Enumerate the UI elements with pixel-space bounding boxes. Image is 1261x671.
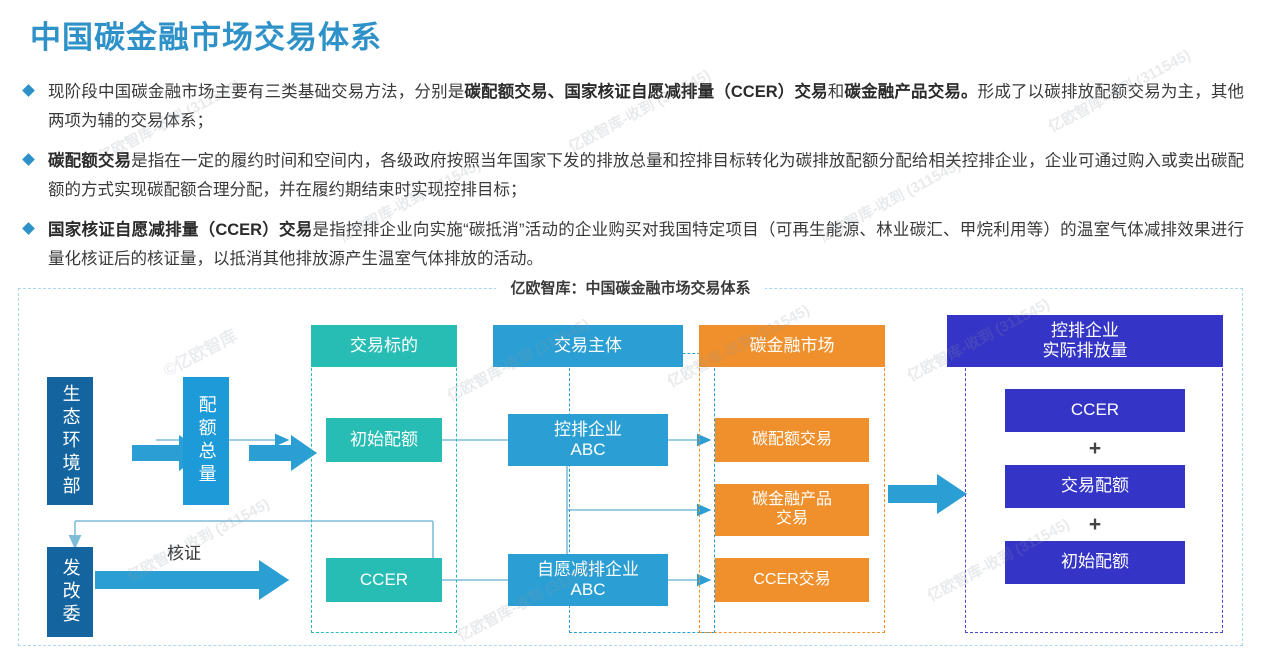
box-ccer-asset[interactable]: CCER (326, 558, 442, 602)
diamond-bullet-icon (22, 222, 35, 235)
diagram-caption: 亿欧智库：中国碳金融市场交易体系 (19, 277, 1242, 298)
plus-sign-2: + (1088, 513, 1102, 536)
box-carbon-product-trade[interactable]: 碳金融产品 交易 (715, 484, 869, 536)
box-emissions-traded-quota[interactable]: 交易配额 (1005, 465, 1185, 508)
box-line-1: 控排企业 (554, 419, 622, 439)
bullet-list: 现阶段中国碳金融市场主要有三类基础交易方法，分别是碳配额交易、国家核证自愿减排量… (22, 78, 1244, 285)
panel-header-subjects[interactable]: 交易主体 (493, 325, 683, 367)
box-ministry[interactable]: 生态环境部 (47, 377, 93, 505)
box-ndrc[interactable]: 发改委 (47, 547, 93, 637)
box-quota-total[interactable]: 配额总量 (183, 377, 229, 505)
box-line-1: 自愿减排企业 (537, 559, 639, 579)
panel-header-market[interactable]: 碳金融市场 (699, 325, 885, 367)
diagram-caption-text: 亿欧智库：中国碳金融市场交易体系 (496, 280, 765, 297)
list-item: 碳配额交易是指在一定的履约时间和空间内，各级政府按照当年国家下发的排放总量和控排… (22, 147, 1244, 205)
page-title: 中国碳金融市场交易体系 (30, 20, 382, 55)
list-item: 国家核证自愿减排量（CCER）交易是指控排企业向实施“碳抵消”活动的企业购买对我… (22, 216, 1244, 274)
box-line-2: ABC (570, 580, 606, 599)
box-controlled-enterprise[interactable]: 控排企业 ABC (508, 414, 668, 466)
panel-header-targets[interactable]: 交易标的 (311, 325, 457, 367)
box-emissions-ccer[interactable]: CCER (1005, 389, 1185, 432)
bullet-text: 碳配额交易是指在一定的履约时间和空间内，各级政府按照当年国家下发的排放总量和控排… (48, 152, 1245, 199)
verify-arrow-label: 核证 (167, 544, 201, 563)
diamond-bullet-icon (22, 153, 35, 166)
watermark: ©亿欧智库 (160, 325, 241, 381)
box-line-2: ABC (570, 440, 606, 459)
box-line-1: 碳金融产品 (751, 491, 832, 509)
box-line-2: 交易 (775, 510, 808, 527)
panel-header-line-1: 控排企业 (1051, 320, 1119, 340)
box-initial-quota[interactable]: 初始配额 (326, 418, 442, 462)
panel-header-emissions[interactable]: 控排企业 实际排放量 (947, 315, 1223, 367)
box-quota-trade[interactable]: 碳配额交易 (715, 418, 869, 462)
bullet-text: 国家核证自愿减排量（CCER）交易是指控排企业向实施“碳抵消”活动的企业购买对我… (48, 221, 1244, 268)
diagram-container: 亿欧智库：中国碳金融市场交易体系 (18, 280, 1243, 646)
bullet-text: 现阶段中国碳金融市场主要有三类基础交易方法，分别是碳配额交易、国家核证自愿减排量… (48, 83, 1245, 130)
diamond-bullet-icon (22, 84, 35, 97)
plus-sign-1: + (1088, 437, 1102, 460)
box-voluntary-enterprise[interactable]: 自愿减排企业 ABC (508, 554, 668, 606)
box-ccer-trade[interactable]: CCER交易 (715, 558, 869, 602)
list-item: 现阶段中国碳金融市场主要有三类基础交易方法，分别是碳配额交易、国家核证自愿减排量… (22, 78, 1244, 136)
panel-header-line-2: 实际排放量 (1042, 341, 1128, 360)
box-emissions-initial-quota[interactable]: 初始配额 (1005, 541, 1185, 584)
